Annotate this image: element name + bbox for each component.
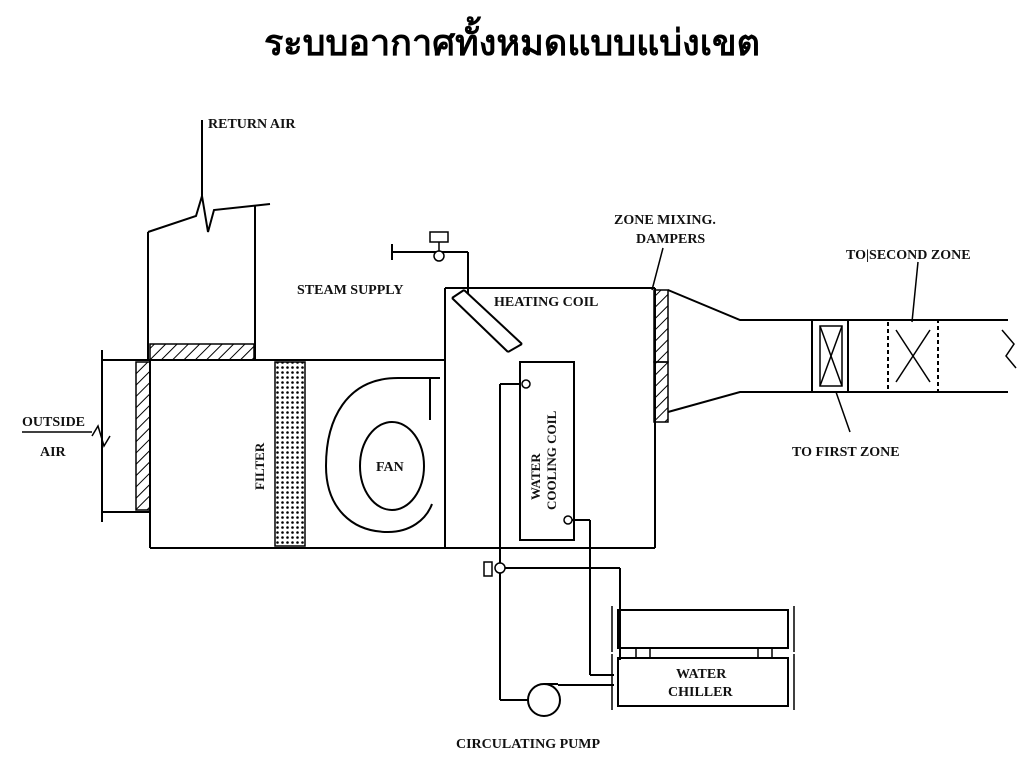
label-zone-mixing-1: ZONE MIXING. <box>614 213 716 228</box>
water-chiller <box>611 654 795 710</box>
slide-title: ระบบอากาศทั้งหมดแบบแบ่งเขต <box>263 22 761 64</box>
circulating-pump-icon <box>527 683 561 717</box>
outside-air-damper <box>135 361 151 511</box>
label-water-cooling-1: WATER <box>528 453 543 500</box>
steam-valve-icon <box>429 231 449 262</box>
air-handling-unit-casing <box>149 287 656 549</box>
label-outside-air-2: AIR <box>40 445 67 460</box>
label-return-air: RETURN AIR <box>208 117 296 132</box>
fan <box>359 421 425 511</box>
steam-supply-line <box>391 244 469 294</box>
zone-mixing-damper-upper <box>653 289 669 363</box>
label-water-chiller-2: CHILLER <box>668 685 733 700</box>
label-heating-coil: HEATING COIL <box>494 295 598 310</box>
first-zone-damper <box>811 319 849 393</box>
fan-housing <box>324 377 440 534</box>
filter <box>274 361 306 547</box>
label-water-cooling-2: COOLING COIL <box>544 410 559 510</box>
zone-mixing-damper-lower <box>653 361 669 423</box>
label-circulating-pump: CIRCULATING PUMP <box>456 737 600 752</box>
condenser-shell <box>611 606 795 659</box>
label-steam-supply: STEAM SUPPLY <box>297 283 403 298</box>
outside-air-intake <box>91 350 150 522</box>
label-to-second-zone: TO|SECOND ZONE <box>846 248 971 263</box>
label-zone-mixing-2: DAMPERS <box>636 232 705 247</box>
label-fan: FAN <box>376 460 404 475</box>
chilled-water-piping <box>499 379 621 701</box>
second-zone-damper <box>887 319 939 393</box>
label-filter: FILTER <box>252 442 267 490</box>
label-water-chiller-1: WATER <box>676 667 727 682</box>
three-way-valve-icon <box>483 561 506 577</box>
label-outside-air-1: OUTSIDE <box>22 415 85 430</box>
return-air-duct <box>147 120 271 360</box>
heating-coil <box>451 289 523 353</box>
label-to-first-zone: TO FIRST ZONE <box>792 445 900 460</box>
return-air-damper <box>149 343 255 361</box>
